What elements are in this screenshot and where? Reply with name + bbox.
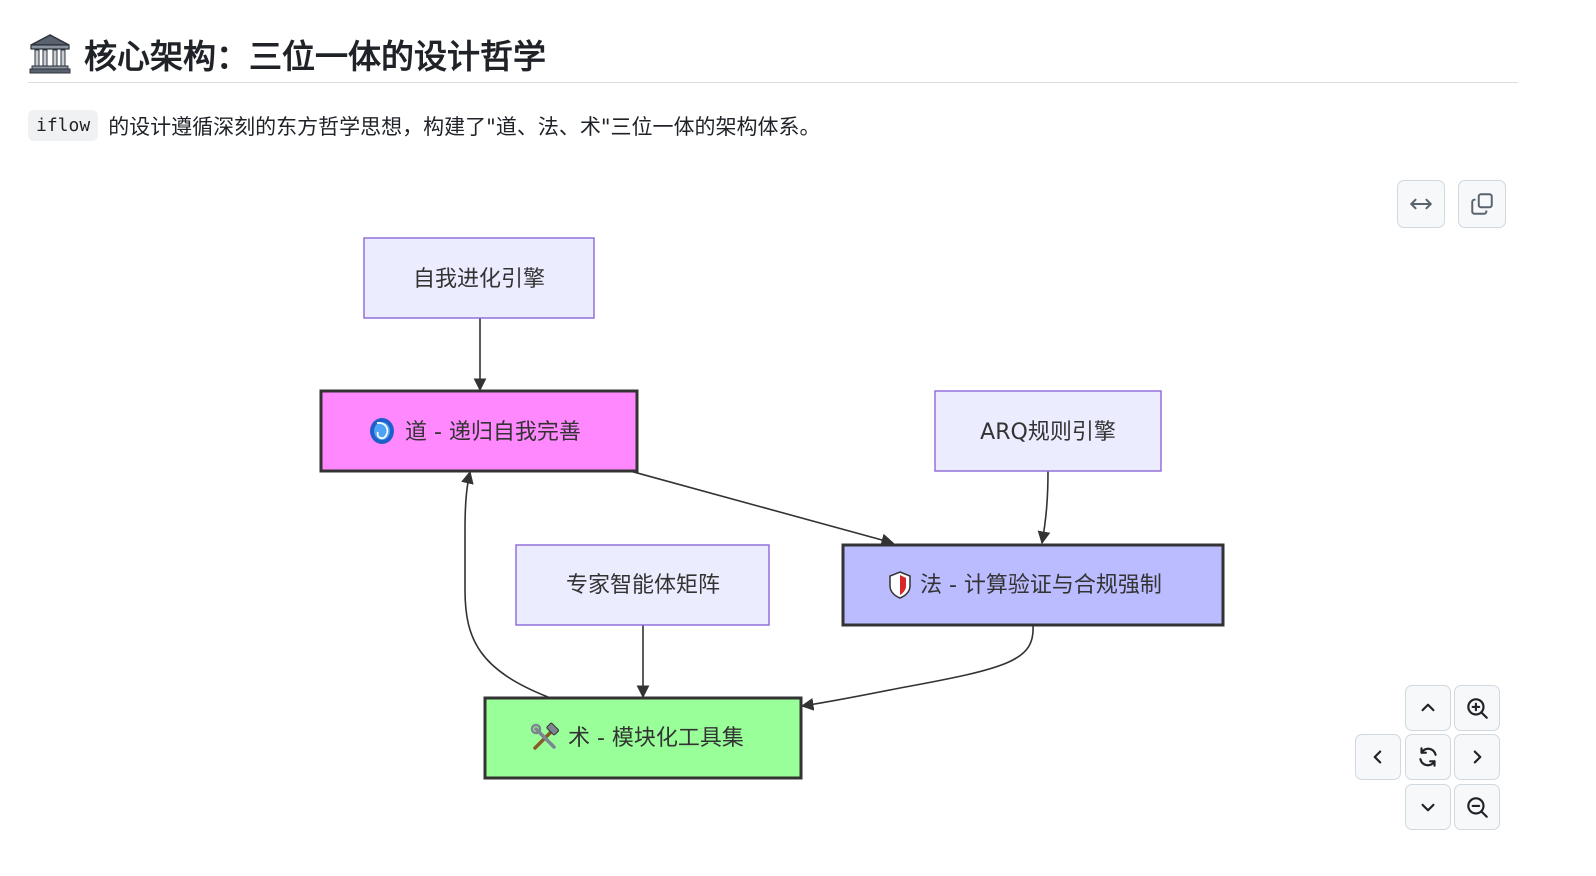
hammer-and-wrench-icon [530,722,559,750]
node-arq-engine-label: ARQ规则引擎 [980,420,1116,445]
edge-dao-to-fa [629,470,895,547]
node-shu-label: 术 - 模块化工具集 [568,726,744,751]
pan-down-button[interactable] [1405,784,1451,830]
reset-view-button[interactable] [1405,734,1451,780]
chevron-right-icon [1473,750,1482,764]
fit-width-button[interactable] [1397,180,1445,228]
zoom-in-icon [1467,698,1488,719]
intro-paragraph: iflow 的设计遵循深刻的东方哲学思想，构建了"道、法、术"三位一体的架构体系… [28,110,821,141]
shield-icon [889,571,911,599]
arrows-horizontal-icon [1410,198,1432,210]
edge-shu-to-dao [461,470,549,698]
node-fa-label: 法 - 计算验证与合规强制 [920,573,1162,598]
node-expert-matrix-label: 专家智能体矩阵 [566,573,720,598]
page-heading: 核心架构：三位一体的设计哲学 [28,26,1518,83]
inline-code: iflow [28,110,99,141]
zoom-out-button[interactable] [1454,784,1500,830]
classical-building-icon [29,34,71,74]
node-dao: 道 - 递归自我完善 [319,389,639,473]
chevron-left-icon [1373,750,1382,764]
node-evolution-engine-label: 自我进化引擎 [413,267,545,292]
pan-up-button[interactable] [1405,685,1451,731]
zoom-out-icon [1467,797,1488,818]
page-title: 核心架构：三位一体的设计哲学 [84,37,546,76]
node-dao-label: 道 - 递归自我完善 [405,420,581,445]
node-arq-engine: ARQ规则引擎 [934,390,1162,472]
cyclone-icon [370,418,394,444]
edge-fa-to-shu [800,624,1034,711]
chevron-down-icon [1421,803,1435,812]
chevron-up-icon [1421,703,1435,712]
node-evolution-engine: 自我进化引擎 [363,237,595,319]
diagram-edges [461,318,1051,711]
pan-right-button[interactable] [1454,734,1500,780]
refresh-icon [1419,747,1437,767]
zoom-in-button[interactable] [1454,685,1500,731]
copy-icon [1471,193,1493,215]
node-shu: 术 - 模块化工具集 [483,696,803,780]
pan-left-button[interactable] [1355,734,1401,780]
intro-text: 的设计遵循深刻的东方哲学思想，构建了"道、法、术"三位一体的架构体系。 [108,114,821,139]
copy-button[interactable] [1458,180,1506,228]
node-expert-matrix: 专家智能体矩阵 [515,544,770,626]
node-fa: 法 - 计算验证与合规强制 [841,543,1225,627]
edge-arq-to-fa [1037,470,1051,545]
